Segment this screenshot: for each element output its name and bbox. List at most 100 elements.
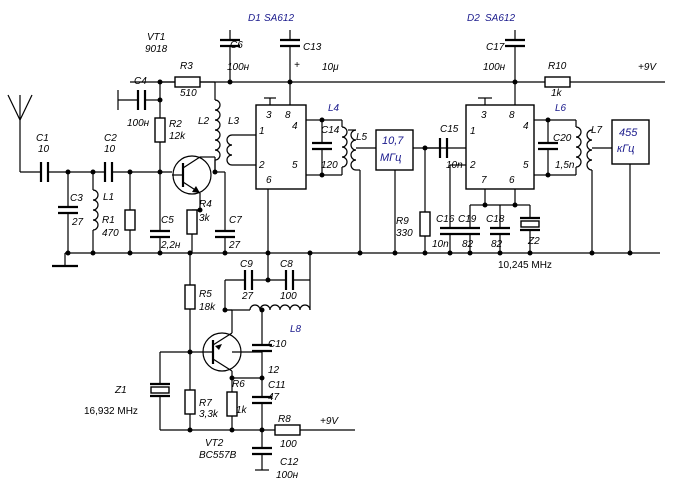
d1-pin-8: 8 <box>285 110 291 121</box>
c19-name: C19 <box>458 214 477 225</box>
c19-value: 82 <box>462 239 474 250</box>
c18-value: 82 <box>491 239 503 250</box>
c13-value: 10μ <box>322 62 339 73</box>
filter-10-7-freq: 10,7 <box>382 135 404 147</box>
d2-pin-1: 1 <box>470 126 476 137</box>
filter-455: L7 455 кГц <box>586 119 650 253</box>
c13-name: C13 <box>303 42 322 53</box>
z2-crystal-icon <box>515 204 540 253</box>
c16-value: 10n <box>432 239 449 250</box>
r10-value: 1k <box>551 88 563 99</box>
filter-10-7: 10,7 МГц <box>375 129 440 253</box>
r3-name: R3 <box>180 61 193 72</box>
l2-name: L2 <box>198 116 210 127</box>
d1-pin-1: 1 <box>259 126 265 137</box>
vt2-type: BC557B <box>199 450 237 461</box>
junction-dots <box>65 79 633 433</box>
z2-name: Z2 <box>527 236 540 247</box>
d1-mixer: D1 SA612 3 8 1 4 2 5 6 C6 100н + C13 10μ <box>220 13 376 253</box>
c15-name: C15 <box>440 124 459 135</box>
filter-455-box <box>611 119 650 165</box>
c5-value: 2,2н <box>160 240 181 251</box>
r6-value: 1k <box>236 405 248 416</box>
d1-name: D1 <box>248 13 261 24</box>
c20-value: 1,5n <box>555 160 575 171</box>
l6-name: L6 <box>555 103 567 114</box>
coupling-caps: C15 10n C16 10n <box>425 124 466 253</box>
d2-pin-7: 7 <box>481 175 487 186</box>
rf-amplifier: C4 100н R3 510 R2 12k VT1 9018 L2 <box>117 32 258 253</box>
d2-pin-4: 4 <box>523 121 529 132</box>
d1-pin-4: 4 <box>292 121 298 132</box>
z1-freq: 16,932 MHz <box>84 406 138 417</box>
z1-name: Z1 <box>114 385 127 396</box>
c3-value: 27 <box>71 217 84 228</box>
vt1-transistor-icon <box>172 155 212 195</box>
r6-name: R6 <box>232 379 245 390</box>
r1-name: R1 <box>102 215 115 226</box>
c12-name: C12 <box>280 457 299 468</box>
l4-name: L4 <box>328 103 340 114</box>
r5-name: R5 <box>199 289 212 300</box>
c8-name: C8 <box>280 259 293 270</box>
r5-value: 18k <box>199 302 216 313</box>
r9-value: 330 <box>396 228 413 239</box>
r4-name: R4 <box>199 199 212 210</box>
c4-name: C4 <box>134 76 147 87</box>
d1-type: SA612 <box>264 13 294 24</box>
c13-plus: + <box>294 60 300 71</box>
d2-pin-6: 6 <box>509 175 515 186</box>
c14-name: C14 <box>321 125 340 136</box>
d2-type: SA612 <box>485 13 515 24</box>
d1-chip <box>255 104 307 190</box>
filter-10-7-box <box>375 129 414 171</box>
filter-455-unit: кГц <box>617 143 634 155</box>
filter-455-freq: 455 <box>619 127 638 139</box>
d1-pin-2: 2 <box>258 160 265 171</box>
c6-value: 100н <box>227 62 250 73</box>
c5-name: C5 <box>161 215 174 226</box>
ground-rail <box>52 252 660 268</box>
d2-pin-5: 5 <box>523 160 529 171</box>
d1-pin-3: 3 <box>266 110 272 121</box>
r1-value: 470 <box>102 228 119 239</box>
c9-name: C9 <box>240 259 253 270</box>
c1-value: 10 <box>38 144 50 155</box>
c2-name: C2 <box>104 133 117 144</box>
c9-value: 27 <box>241 291 254 302</box>
d2-chip <box>465 104 535 190</box>
d1-pin-5: 5 <box>292 160 298 171</box>
d2-pin-3: 3 <box>481 110 487 121</box>
c12-value: 100н <box>276 470 299 481</box>
c2-value: 10 <box>104 144 116 155</box>
l8-name: L8 <box>290 324 302 335</box>
z2-freq: 10,245 MHz <box>498 260 552 271</box>
c1-name: C1 <box>36 133 49 144</box>
c7-value: 27 <box>228 240 241 251</box>
d2-mixer: D2 SA612 3 8 1 4 2 7 6 5 C17 100н R10 1k <box>449 13 582 271</box>
c17-name: C17 <box>486 42 505 53</box>
r9-resistor: R9 330 <box>396 148 431 253</box>
l7-name: L7 <box>591 125 603 136</box>
r8-value: 100 <box>280 439 297 450</box>
c8-value: 100 <box>280 291 297 302</box>
c3-name: C3 <box>70 193 83 204</box>
r3-value: 510 <box>180 88 197 99</box>
c16-name: C16 <box>436 214 455 225</box>
l3-name: L3 <box>228 116 240 127</box>
c10-value: 12 <box>268 365 280 376</box>
vt2-name: VT2 <box>205 438 224 449</box>
c10-name: C10 <box>268 339 287 350</box>
c4-value: 100н <box>127 118 150 129</box>
r10-name: R10 <box>548 61 567 72</box>
l1-name: L1 <box>103 192 114 203</box>
supply-top-label: +9V <box>638 62 657 73</box>
input-section: C1 10 C3 27 L1 R1 470 C2 10 <box>20 133 172 253</box>
vt1-name: VT1 <box>147 32 165 43</box>
d2-pin-2: 2 <box>469 160 476 171</box>
r7-name: R7 <box>199 398 212 409</box>
z1-crystal-icon <box>150 351 190 430</box>
r7-value: 3,3k <box>199 409 219 420</box>
l5-name: L5 <box>356 132 368 143</box>
